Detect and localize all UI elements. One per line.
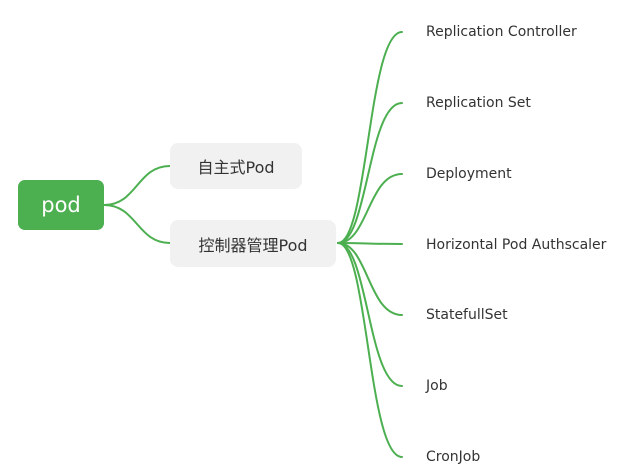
branch-node-label: 自主式Pod: [197, 158, 275, 177]
branch-node-label: 控制器管理Pod: [198, 235, 308, 255]
branch-node-standalone-pod[interactable]: 自主式Pod: [170, 143, 302, 189]
connector-root-to-standalone: [103, 165, 171, 206]
leaf-node-horizontal-pod-autoscaler[interactable]: Horizontal Pod Authscaler: [426, 237, 607, 253]
connector-controller-to-leaf: [337, 102, 403, 244]
leaf-node-statefulset[interactable]: StatefullSet: [426, 307, 508, 323]
connector-controller-to-leaf: [337, 242, 403, 316]
connector-root-to-controller: [103, 204, 171, 244]
branch-node-controller-managed-pod[interactable]: 控制器管理Pod: [170, 220, 336, 267]
connector-controller-to-leaf: [337, 242, 403, 245]
leaf-node-replication-controller[interactable]: Replication Controller: [426, 24, 577, 40]
leaf-node-replication-set[interactable]: Replication Set: [426, 95, 531, 111]
leaf-node-deployment[interactable]: Deployment: [426, 166, 512, 182]
root-node-label: pod: [41, 193, 81, 217]
connector-controller-to-leaf: [337, 242, 403, 387]
connector-controller-to-leaf: [337, 31, 403, 244]
connector-controller-to-leaf: [337, 242, 403, 458]
connector-controller-to-leaf: [337, 173, 403, 244]
leaf-node-job[interactable]: Job: [426, 378, 448, 394]
root-node-pod[interactable]: pod: [18, 180, 104, 230]
leaf-node-cronjob[interactable]: CronJob: [426, 449, 481, 465]
